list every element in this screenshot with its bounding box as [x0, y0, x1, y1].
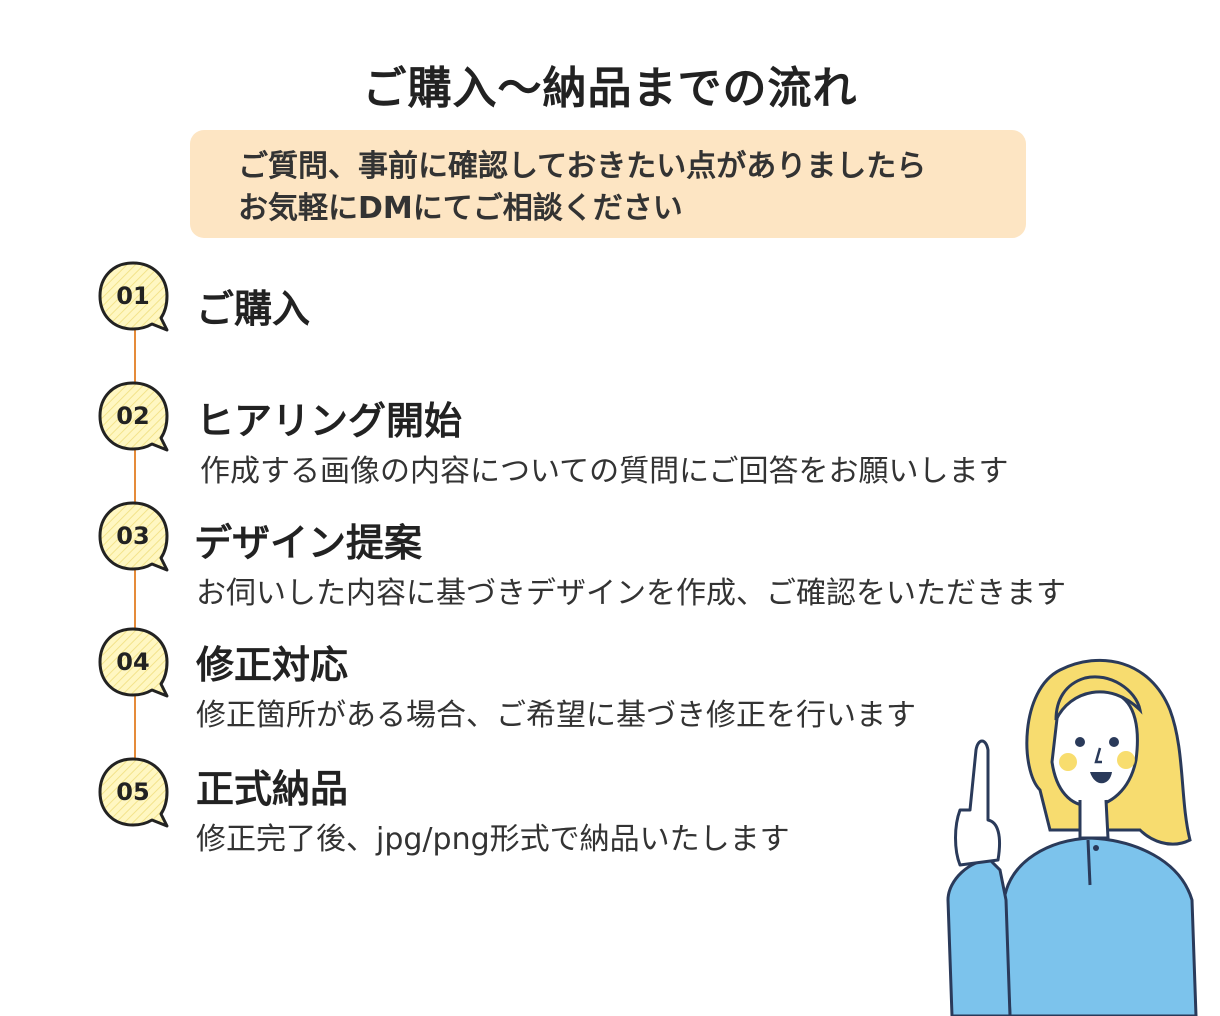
step-desc-03: お伺いした内容に基づきデザインを作成、ご確認をいただきます — [196, 576, 1066, 611]
step-desc-02: 作成する画像の内容についての質問にご回答をお願いします — [200, 454, 1009, 489]
notice-line-2: お気軽にDMにてご相談ください — [238, 191, 683, 226]
step-title-01: ご購入 — [196, 287, 311, 331]
step-number: 03 — [116, 522, 150, 550]
step-badge-03: 03 — [97, 500, 169, 572]
notice-line-1: ご質問、事前に確認しておきたい点がありましたら — [238, 149, 927, 184]
speech-bubble-icon — [98, 381, 169, 452]
notice-box: ご質問、事前に確認しておきたい点がありましたら お気軽にDMにてご相談ください — [190, 130, 1026, 238]
step-number: 04 — [116, 648, 150, 676]
step-desc-05: 修正完了後、jpg/png形式で納品いたします — [196, 822, 790, 857]
step-title-05: 正式納品 — [196, 767, 349, 811]
step-badge-02: 02 — [97, 380, 169, 452]
speech-bubble-icon — [98, 757, 169, 828]
step-title-03: デザイン提案 — [194, 521, 423, 565]
step-badge-01: 01 — [97, 260, 169, 332]
step-title-04: 修正対応 — [196, 643, 349, 687]
step-badge-04: 04 — [97, 626, 169, 698]
pointing-woman-icon — [946, 658, 1198, 1016]
speech-bubble-icon — [98, 627, 169, 698]
step-number: 05 — [116, 778, 150, 806]
step-number: 02 — [116, 402, 150, 430]
speech-bubble-icon — [98, 501, 169, 572]
page-title: ご購入～納品までの流れ — [362, 63, 858, 114]
step-number: 01 — [116, 282, 150, 310]
speech-bubble-icon — [98, 261, 169, 332]
step-desc-04: 修正箇所がある場合、ご希望に基づき修正を行います — [196, 698, 916, 733]
step-badge-05: 05 — [97, 756, 169, 828]
step-title-02: ヒアリング開始 — [196, 399, 463, 443]
